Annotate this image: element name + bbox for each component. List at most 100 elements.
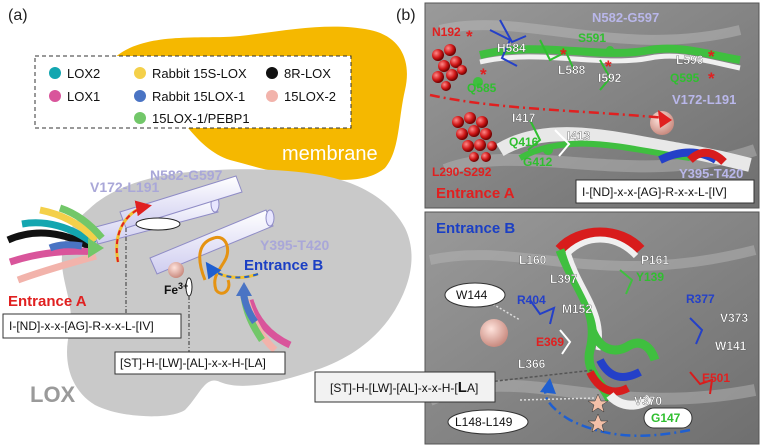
res-r404: R404 [517, 293, 546, 307]
fe-sphere [168, 262, 184, 278]
entrance-a-label: Entrance A [8, 293, 87, 310]
res-y139: Y139 [636, 270, 664, 284]
substrate-oval [135, 217, 181, 231]
legend-label-lox1: LOX1 [67, 89, 100, 104]
res-r377: R377 [686, 292, 715, 306]
membrane-label: membrane [282, 143, 378, 165]
res-q595: Q595 [670, 71, 700, 85]
y395-loop [198, 235, 231, 295]
top-motif-text: I-[ND]-x-x-[AG]-R-x-x-L-[IV] [582, 185, 727, 199]
top-helix-ribbons [479, 19, 752, 172]
legend-label-rabbit-15lox-1: Rabbit 15LOX-1 [152, 89, 245, 104]
top-entrance-a-label: Entrance A [436, 185, 515, 202]
lox-label: LOX [30, 382, 76, 407]
bottom-entrance-b-label: Entrance B [436, 220, 515, 237]
legend-label-8r-lox: 8R-LOX [284, 66, 331, 81]
top-seg-n582-g597: N582-G597 [592, 10, 659, 25]
l148-leader [519, 397, 597, 401]
helix-y395-t420 [149, 209, 275, 275]
legend-swatch-8r-lox [266, 67, 278, 79]
entrance-a-arrow-fan [6, 204, 105, 284]
legend-swatch-rabbit-15lox-1 [134, 90, 146, 102]
res-l290-s292: L290-S292 [432, 165, 492, 179]
res-l596: L596 [676, 53, 704, 67]
legend-label-lox2: LOX2 [67, 66, 100, 81]
legend-swatch-rabbit-15s-lox [134, 67, 146, 79]
bottom-motif-box [314, 371, 496, 403]
w144-oval [444, 282, 506, 308]
legend-box [34, 55, 352, 129]
res-q416: Q416 [509, 135, 539, 149]
g147-oval [643, 407, 693, 429]
bottom-entrance-b-arrowhead [540, 378, 556, 394]
panel-a: (a) membrane LOX V172-L191 N582-G597 Y39… [2, 7, 412, 417]
entrance-b-arrow-fan [236, 282, 292, 353]
bottom-motif-text: [ST]-H-[LW]-[AL]-x-x-H-[LA] [330, 379, 478, 396]
res-v370: V370 [634, 394, 662, 408]
panel-a-tag: (a) [8, 7, 28, 24]
res-i417: I417 [512, 111, 536, 125]
res-g147: G147 [651, 411, 681, 425]
seg-v172-l191-label: V172-L191 [90, 179, 159, 195]
res-s591: S591 [578, 31, 606, 45]
entrance-a-arrow [115, 200, 152, 263]
bottom-fe-sphere [480, 319, 508, 347]
entrance-b-label: Entrance B [244, 257, 323, 274]
res-l366: L366 [518, 357, 546, 371]
res-v373: V373 [720, 311, 748, 325]
res-w141: W141 [715, 339, 747, 353]
fe-label: Fe3+ [164, 281, 188, 297]
n192-spheres [432, 44, 467, 91]
svg-text:*: * [605, 57, 612, 76]
res-h584: H584 [497, 41, 526, 55]
res-i413: I413 [567, 129, 591, 143]
bottom-helix-ribbons [529, 227, 714, 410]
seg-y395-t420-label: Y395-T420 [260, 237, 329, 253]
res-p161: P161 [641, 253, 669, 267]
legend-swatch-15lox-2 [266, 90, 278, 102]
svg-text:*: * [560, 45, 567, 64]
legend-label-15lox-2: 15LOX-2 [284, 89, 336, 104]
entrance-b-arrow [205, 261, 259, 280]
top-seg-y395-t420: Y395-T420 [679, 166, 743, 181]
panel-b-tag: (b) [396, 7, 416, 24]
l290-s292-spheres [452, 112, 497, 162]
top-entrance-a-path [429, 93, 666, 120]
asterisks: * * * * * * [466, 27, 715, 88]
res-n192: N192 [432, 25, 461, 39]
res-l397: L397 [550, 272, 578, 286]
l148-oval [447, 409, 529, 435]
panel-b: (b) [314, 2, 760, 445]
legend-swatch-lox1 [49, 90, 61, 102]
motif-a-text: I-[ND]-x-x-[AG]-R-x-x-L-[IV] [9, 319, 154, 333]
w144-leader [485, 299, 521, 321]
svg-text:*: * [466, 27, 473, 46]
res-g412: G412 [523, 155, 553, 169]
top-motif-box [575, 179, 755, 204]
res-l148-l149: L148-L149 [455, 415, 513, 429]
motif-b-text: [ST]-H-[LW]-[AL]-x-x-H-[LA] [120, 356, 266, 370]
legend-swatch-15lox-1-pebp1 [134, 112, 146, 124]
legend-items: LOX2 Rabbit 15S-LOX 8R-LOX LOX1 Rabbit 1… [49, 66, 336, 126]
motif-a-box [2, 313, 182, 339]
legend-swatch-lox2 [49, 67, 61, 79]
res-w144: W144 [456, 288, 488, 302]
res-l588: L588 [558, 63, 586, 77]
svg-text:*: * [708, 47, 715, 66]
motif-b-box [114, 351, 286, 375]
bottom-stars [587, 393, 609, 433]
s591-atom [606, 46, 614, 54]
seg-n582-g597-label: N582-G597 [150, 167, 223, 183]
legend-label-rabbit-15s-lox: Rabbit 15S-LOX [152, 66, 247, 81]
top-entrance-a-arrowhead [658, 110, 672, 128]
q416-atom [543, 145, 553, 155]
panel-b-bottom: Entrance B P161 Y139 L160 L397 W144 R404… [424, 211, 760, 445]
res-l160: L160 [519, 253, 547, 267]
res-m152: M152 [562, 302, 592, 316]
svg-text:*: * [708, 69, 715, 88]
res-q585: Q585 [467, 81, 497, 95]
svg-text:*: * [480, 65, 487, 84]
panel-b-top: * * * * * * N582-G597 V172-L191 Y395-T42… [424, 2, 760, 209]
legend-label-15lox-1-pebp1: 15LOX-1/PEBP1 [152, 111, 250, 126]
